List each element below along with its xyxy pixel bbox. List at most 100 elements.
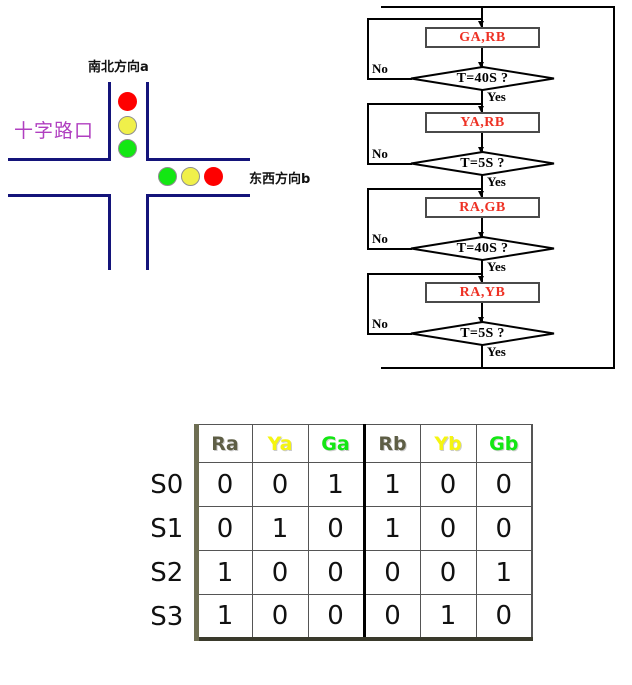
ew-yellow-lamp (181, 167, 200, 186)
flow-yes-drop-4 (481, 345, 483, 369)
flow-yes-label-4: Yes (487, 344, 506, 359)
road-edge-vertical-right-lower (146, 194, 149, 270)
cell-s2-yb: 0 (419, 550, 477, 595)
cell-s3-gb: 0 (475, 594, 533, 641)
flow-arrow-4 (478, 191, 484, 197)
cell-s1-ya: 1 (251, 506, 309, 551)
column-header-ya: Ya (251, 424, 309, 463)
state-label-s1: S1 (150, 513, 184, 544)
cell-s0-ra: 0 (193, 462, 253, 507)
flow-no-return-1 (367, 18, 369, 79)
flow-no-top-2 (367, 103, 481, 105)
cell-s2-ra: 1 (193, 550, 253, 595)
flow-no-label-4: No (372, 316, 388, 331)
flow-no-top-4 (367, 273, 481, 275)
flow-no-rail-1 (367, 78, 412, 80)
ns-yellow-lamp (118, 116, 137, 135)
flow-yes-drop-3 (481, 260, 483, 282)
flow-process-2: YA,RB (425, 112, 540, 133)
intersection-diagram: 十字路口 南北方向a 东西方向b (0, 0, 350, 270)
road-edge-horizontal-bottom-right (146, 194, 250, 197)
flow-no-label-3: No (372, 231, 388, 246)
flow-decision-2: T=5S ? (410, 151, 555, 176)
crossroad-label: 十字路口 (14, 120, 95, 142)
flow-process-4: RA,YB (425, 282, 540, 303)
flow-no-top-1 (367, 18, 481, 20)
flow-no-return-3 (367, 188, 369, 249)
cell-s1-ga: 0 (307, 506, 365, 551)
column-header-yb: Yb (419, 424, 477, 463)
column-header-gb: Gb (475, 424, 533, 463)
flow-no-return-2 (367, 103, 369, 164)
table-row: S1 0 1 0 1 0 0 (140, 506, 533, 551)
flow-arrow-6 (478, 276, 484, 282)
road-edge-horizontal-bottom-left (8, 194, 111, 197)
cell-s0-rb: 1 (362, 462, 421, 507)
flow-no-top-3 (367, 188, 481, 190)
flow-no-return-4 (367, 273, 369, 334)
flow-connector-1 (481, 48, 483, 67)
cell-s2-ya: 0 (251, 550, 309, 595)
flow-arrow-1 (478, 62, 484, 68)
flow-decision-1: T=40S ? (410, 66, 555, 91)
flow-outer-right-rail (613, 6, 615, 369)
flow-arrow-3 (478, 147, 484, 153)
road-edge-vertical-left-lower (108, 194, 111, 270)
flow-no-rail-4 (367, 333, 412, 335)
flow-no-rail-2 (367, 163, 412, 165)
flow-process-3: RA,GB (425, 197, 540, 218)
north-south-direction-label: 南北方向a (88, 60, 149, 75)
flow-no-label-2: No (372, 146, 388, 161)
state-label-s2: S2 (150, 557, 184, 588)
cell-s1-rb: 1 (362, 506, 421, 551)
flow-connector-3 (481, 218, 483, 237)
cell-s3-yb: 1 (419, 594, 477, 641)
state-label-s3: S3 (150, 601, 184, 632)
table-row: S3 1 0 0 0 1 0 (140, 594, 533, 641)
table-row: S2 1 0 0 0 0 1 (140, 550, 533, 595)
road-edge-vertical-right-upper (146, 82, 149, 160)
road-edge-horizontal-top-left (8, 158, 111, 161)
flow-arrow-2 (478, 106, 484, 112)
cell-s3-rb: 0 (362, 594, 421, 641)
table-corner-cell (140, 425, 196, 463)
flow-arrow-5 (478, 232, 484, 238)
ew-red-lamp (204, 167, 223, 186)
flow-entry-drop (481, 6, 483, 27)
ns-green-lamp (118, 139, 137, 158)
flow-outer-bottom-rail (381, 367, 615, 369)
cell-s2-gb: 1 (475, 550, 533, 595)
flow-yes-label-1: Yes (487, 89, 506, 104)
state-label-s0: S0 (150, 469, 184, 500)
cell-s3-ra: 1 (193, 594, 253, 641)
flow-connector-4 (481, 303, 483, 322)
truth-table: Ra Ya Ga Rb Yb Gb S0 0 0 1 1 0 0 (140, 424, 533, 641)
flow-outer-top-rail (381, 6, 615, 8)
cell-s0-ya: 0 (251, 462, 309, 507)
flow-decision-4-text: T=5S ? (460, 325, 505, 341)
flow-decision-2-text: T=5S ? (460, 155, 505, 171)
table-header-row: Ra Ya Ga Rb Yb Gb (140, 424, 533, 463)
cell-s3-ya: 0 (251, 594, 309, 641)
flow-entry-arrow (478, 21, 484, 27)
ew-green-lamp (158, 167, 177, 186)
state-flowchart: GA,RB T=40S ? No Yes YA,RB T=5S ? No Yes… (355, 0, 632, 390)
flow-yes-label-2: Yes (487, 174, 506, 189)
cell-s0-gb: 0 (475, 462, 533, 507)
state-truth-table: Ra Ya Ga Rb Yb Gb S0 0 0 1 1 0 0 (140, 424, 533, 641)
flow-decision-1-text: T=40S ? (456, 70, 509, 86)
column-header-ra: Ra (193, 424, 253, 463)
flow-decision-4: T=5S ? (410, 321, 555, 346)
cell-s0-yb: 0 (419, 462, 477, 507)
east-west-direction-label: 东西方向b (249, 172, 311, 187)
cell-s0-ga: 1 (307, 462, 365, 507)
road-edge-horizontal-top-right (146, 158, 250, 161)
column-header-rb: Rb (362, 424, 421, 463)
flow-yes-drop-2 (481, 175, 483, 197)
road-edge-vertical-left-upper (108, 82, 111, 160)
flow-arrow-7 (478, 317, 484, 323)
ns-red-lamp (118, 92, 137, 111)
column-header-ga: Ga (307, 424, 365, 463)
flow-no-label-1: No (372, 61, 388, 76)
